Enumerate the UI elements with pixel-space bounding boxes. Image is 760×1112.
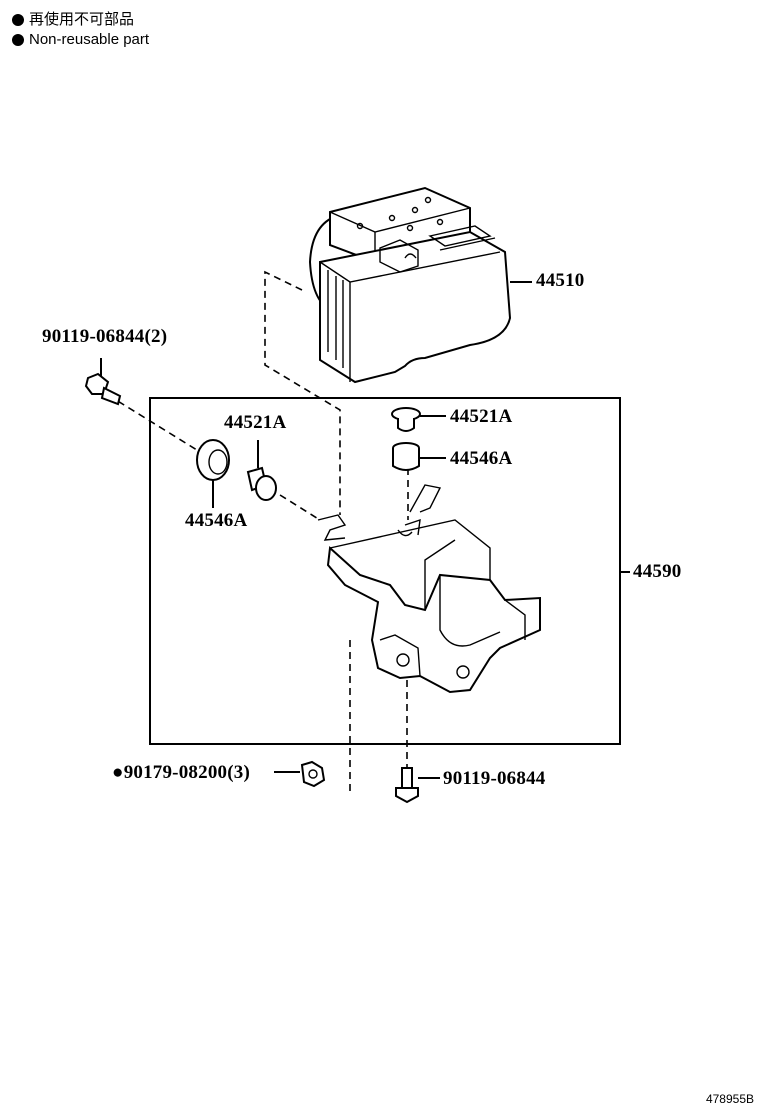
legend-text-english: Non-reusable part [29,31,150,48]
legend: 再使用不可部品 Non-reusable part [12,10,149,50]
figure-id: 478955B [705,1092,754,1106]
nut-drawing [274,760,326,788]
legend-text-japanese: 再使用不可部品 [29,11,135,28]
cushion-b-right-drawing [392,442,446,471]
bolt-bottom-drawing [395,767,440,804]
bracket-drawing [317,484,541,694]
label-cushion-a-right: 44521A [450,406,513,427]
label-bolt-bottom: 90119-06844 [443,768,546,789]
label-cushion-b-left: 44546A [185,510,248,531]
legend-row-japanese: 再使用不可部品 [12,10,149,30]
non-reusable-mark-icon: ● [112,762,124,783]
cushion-b-left-drawing [196,439,230,508]
label-nut-number: 90179-08200(3) [123,762,250,783]
label-nut: ●90179-08200(3) [112,762,250,784]
cushion-a-left-drawing [246,440,277,501]
bolt-top-left-drawing [84,358,122,406]
label-bolt-top-left: 90119-06844(2) [42,326,168,347]
label-bracket: 44590 [633,561,682,582]
label-cushion-a-left: 44521A [224,412,287,433]
abs-actuator-drawing [308,186,532,384]
leader-actuator-left [264,270,341,515]
filled-circle-icon [12,34,24,46]
label-cushion-b-right: 44546A [450,448,513,469]
label-abs-actuator: 44510 [536,270,585,291]
cushion-a-right-drawing [391,407,446,432]
filled-circle-icon [12,14,24,26]
legend-row-english: Non-reusable part [12,30,149,50]
